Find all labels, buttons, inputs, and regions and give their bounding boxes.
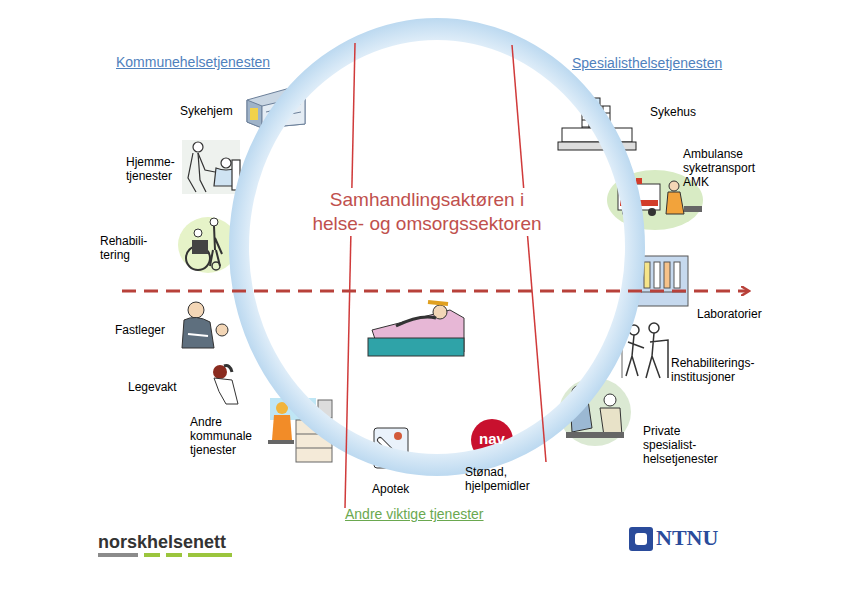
ring [227,16,647,478]
service-label: Stønad, hjelpemidler [465,465,530,493]
patient-icon-part [368,338,464,356]
section-heading: Spesialisthelsetjenesten [572,55,722,72]
rehabilitation-icon-part [192,240,208,254]
nursing-home-icon-part [250,108,258,120]
logo-bars-part [188,553,232,557]
service-label: Sykehjem [180,104,233,118]
logo-bars-part [166,553,182,557]
rehab-institution-icon-part [626,335,644,376]
emergency-phone-icon [213,365,238,404]
ring-title: Samhandlingsaktøren i helse- og omsorgss… [300,188,554,236]
ring-band [229,18,645,476]
private-specialist-icon-part [600,408,622,436]
patient-icon [368,302,464,356]
private-specialist-icon-part [604,394,616,406]
service-label: Sykehus [650,105,696,119]
ambulance-icon-part [636,178,642,184]
rehabilitation-icon-part [210,218,218,226]
ntnu-logo-mark-part [635,533,647,545]
service-label: Rehabiliterings- institusjoner [671,356,754,384]
patient-icon-part [396,317,436,326]
dashed-arrow [122,290,748,293]
laboratory-icon-part [674,262,680,288]
service-label: Private spesialist- helsetjenester [643,424,718,466]
home-care-icon-part [221,158,231,168]
emergency-phone-icon-part [214,378,238,404]
service-label: Apotek [372,482,409,496]
service-label: Laboratorier [697,307,762,321]
patient-icon-part [428,302,448,304]
emergency-phone-icon-part [224,366,232,372]
logo-text: NTNU [656,525,718,550]
ambulance-icon-part [666,192,684,214]
ring-shape [227,16,647,478]
rehabilitation-icon-part [210,226,222,266]
logo-text: norskhelsenett [98,532,226,553]
nursing-home-icon-part [247,100,262,128]
home-care-icon-part [182,140,240,194]
rehabilitation-icon [178,217,238,273]
home-care-icon-part [193,142,203,152]
ambulance-icon-part [669,181,679,191]
home-care-icon-part [198,153,206,192]
laboratory-icon-part [644,262,650,288]
logo-bars-part [144,553,160,557]
gp-doctor-icon-part [182,317,214,348]
ambulance-icon-part [684,206,702,212]
rehabilitation-icon-part [178,217,238,273]
ntnu-logo-mark [629,527,653,551]
laboratory-icon-part [664,262,670,288]
rehabilitation-icon-part [194,229,202,237]
private-specialist-icon-part [566,432,624,438]
service-label: Andre kommunale tjenester [190,415,252,457]
pharmacy-icon-part [394,432,402,440]
gp-doctor-icon [182,302,228,348]
service-label: Legevakt [128,380,177,394]
office-icon-part [296,448,332,449]
divider-line [512,45,546,462]
gp-doctor-icon-part [188,334,208,336]
gp-doctor-icon-part [216,324,228,336]
laboratory-icon-part [654,262,660,288]
rehab-institution-icon-part [649,323,659,333]
service-label: Fastleger [115,323,165,337]
ambulance-icon-part [648,208,656,216]
gp-doctor-icon-part [188,302,204,318]
service-label: Rehabili- tering [100,234,147,262]
section-heading: Andre viktige tjenester [345,506,484,523]
section-heading: Kommunehelsetjenesten [116,54,270,71]
office-icon-part [268,440,294,444]
nav-logo-text: nav [479,430,505,448]
office-icon-part [272,415,292,440]
service-label: Hjemme- tjenester [126,155,175,183]
service-label: Ambulanse syketransport AMK [683,147,755,189]
home-care-icon [182,140,240,194]
logo-bars [98,553,232,557]
logo-bars-part [98,553,138,557]
rehab-institution-icon-part [646,333,668,378]
home-care-icon-part [188,153,215,192]
ntnu-logo-mark-part [629,527,653,551]
